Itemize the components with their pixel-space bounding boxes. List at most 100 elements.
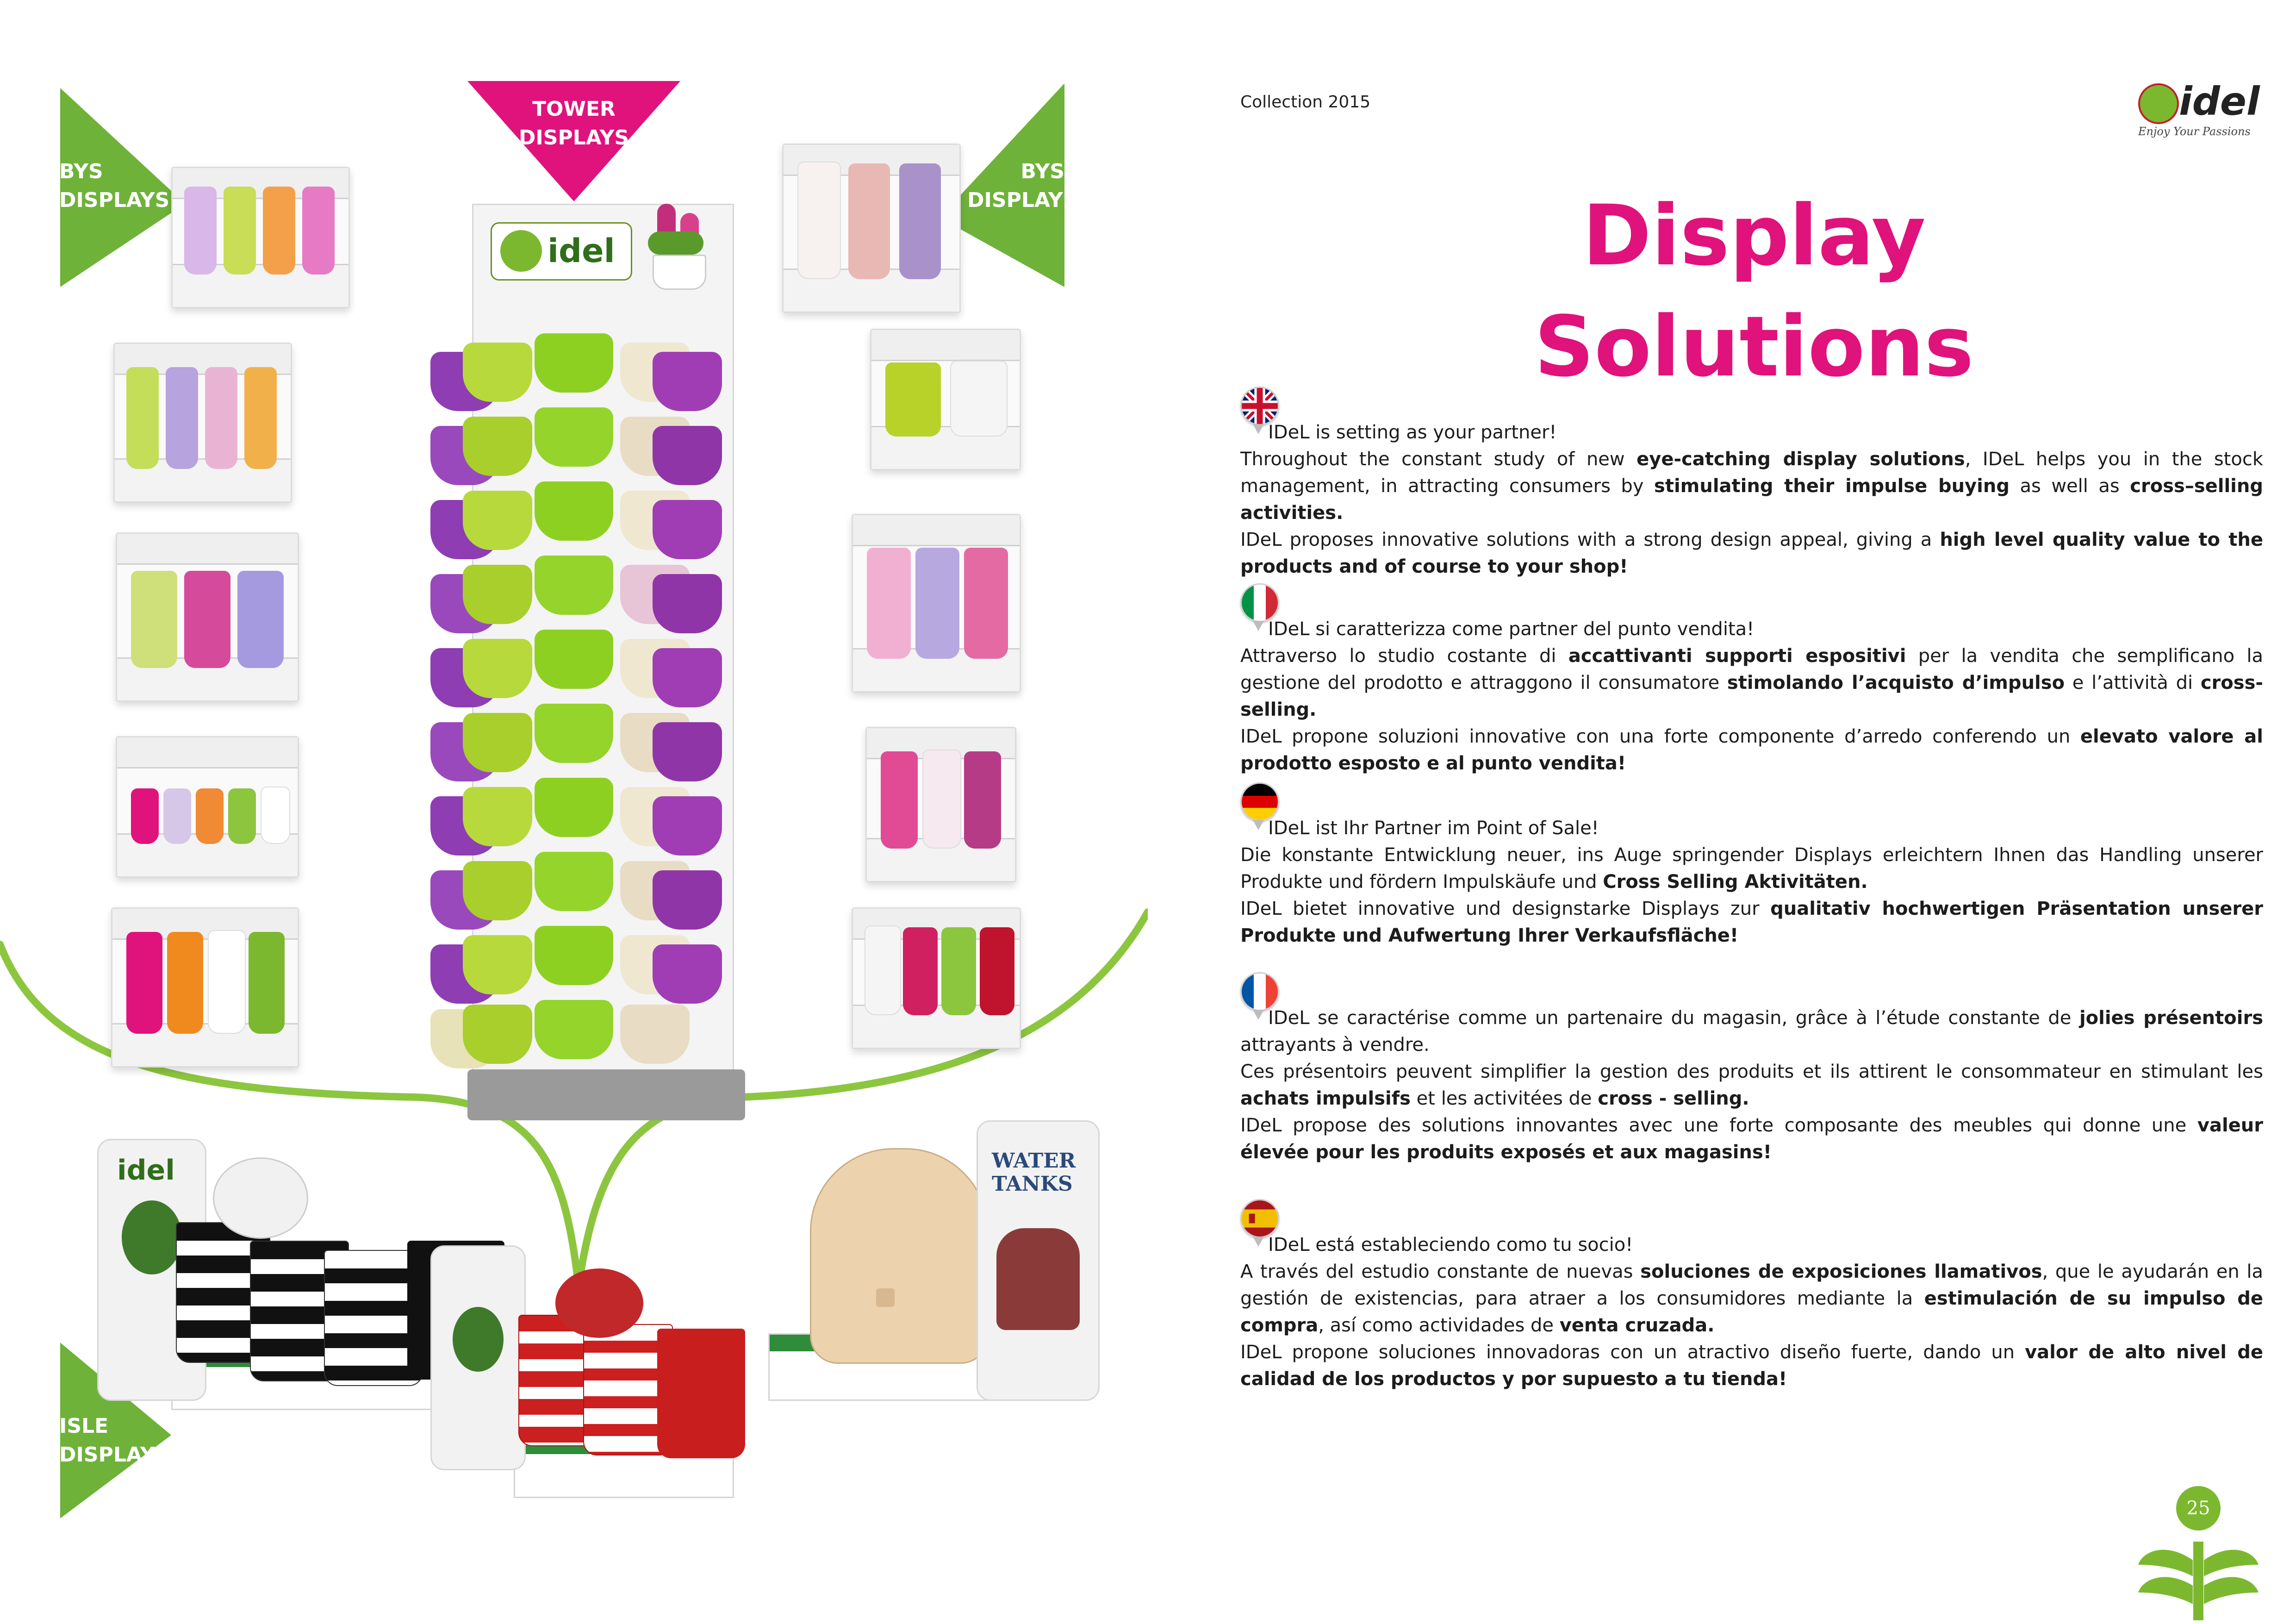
spanish-paragraph-1: A través del estudio constante de nuevas… (1240, 1258, 2263, 1339)
german-paragraph-1: Die konstante Entwicklung neuer, ins Aug… (1240, 842, 2263, 895)
isle-display-2-banner (430, 1245, 526, 1470)
bys-display-box-10 (852, 907, 1021, 1049)
water-tanks-banner: WATER TANKS (977, 1120, 1100, 1401)
germany-flag-pin (1253, 820, 1264, 830)
water-tank-tap-icon (876, 1288, 895, 1307)
english-paragraph-2: IDeL proposes innovative solutions with … (1240, 526, 2263, 580)
bys-displays-tag-right: BYS DISPLAYS (967, 157, 1077, 215)
text-run: , que le ayudarán en la gestión de exist… (1240, 1261, 2263, 1309)
bys-tag-left-line2: DISPLAYS (59, 188, 170, 212)
left-page-collage: BYS DISPLAYS TOWER DISPLAYS BYS DISPLAYS… (0, 81, 1148, 1518)
tower-flower-plant (643, 204, 713, 292)
bys-display-box-8 (852, 514, 1021, 693)
text-run: high level quality value to the products… (1240, 529, 2263, 577)
page-number-badge: 25 (2138, 1486, 2259, 1620)
text-run: accattivanti supporti espositivi (1568, 645, 1906, 667)
bys-display-box-9 (865, 727, 1016, 882)
page-number: 25 (2176, 1486, 2221, 1530)
text-run: valor de alto nivel de calidad de los pr… (1240, 1342, 2263, 1390)
german-paragraph-2: IDeL bietet innovative und designstarke … (1240, 895, 2263, 949)
bys-display-box-5 (111, 907, 299, 1068)
french-paragraph-2: Ces présentoirs peuvent simplifier la ge… (1240, 1058, 2263, 1112)
tower-tag-line1: TOWER (532, 97, 616, 121)
text-run: attrayants à vendre. (1240, 1034, 1430, 1056)
text-run: jolies présentoirs (2079, 1007, 2263, 1029)
bys-display-box-7 (870, 329, 1021, 470)
italian-paragraph-2: IDeL propone soluzioni innovative con un… (1240, 723, 2263, 777)
text-run: valeur élevée pour les produits exposés … (1240, 1115, 2263, 1163)
water-tanks-label-line1: WATER (992, 1149, 1076, 1173)
italian-intro: IDeL si caratterizza come partner del pu… (1268, 618, 1755, 640)
english-paragraph-1: Throughout the constant study of new eye… (1240, 446, 2263, 526)
english-intro: IDeL is setting as your partner! (1268, 422, 1557, 443)
page-title-line1: Display (1582, 187, 1926, 284)
bys-display-box-3 (116, 532, 299, 702)
text-run: Attraverso lo studio costante di (1240, 645, 1568, 667)
bys-display-box-4 (116, 736, 299, 878)
bys-displays-tag-left-shape (60, 88, 185, 287)
text-run: soluciones de exposiciones llamativos (1640, 1261, 2042, 1282)
tower-logo-text: idel (548, 232, 615, 270)
leaf-ornament-icon (2138, 1542, 2259, 1620)
text-run: estimulación de su impulso de compra (1240, 1288, 2263, 1336)
text-run: , IDeL helps you in the stock management… (1240, 449, 2263, 497)
isle-tag-line1: ISLE (59, 1414, 109, 1438)
text-run: cross–selling activities. (1240, 475, 2263, 524)
french-paragraph-1: IDeL se caractérise comme un partenaire … (1240, 1005, 2263, 1058)
text-run: Ces présentoirs peuvent simplifier la ge… (1240, 1061, 2263, 1082)
text-run: e l’attività di (2065, 672, 2201, 693)
text-run: IDeL propose des solutions innovantes av… (1240, 1115, 2197, 1136)
uk-flag-icon (1240, 387, 1279, 425)
topiary-plant-image (122, 1200, 182, 1274)
text-run: IDeL propone soluzioni innovative con un… (1240, 726, 2080, 747)
isle-displays-tag-shape (60, 1343, 171, 1518)
idel-logo-text: idel (2179, 79, 2260, 124)
text-run: A través del estudio constante de nuevas (1240, 1261, 1641, 1282)
italy-flag-pin (1253, 621, 1264, 631)
text-run: et les activitées de (1410, 1088, 1598, 1109)
text-run: Throughout the constant study of new (1240, 449, 1637, 470)
spanish-intro: IDeL está estableciendo como tu socio! (1268, 1234, 1633, 1255)
text-run: IDeL propone soluciones innovadoras con … (1240, 1342, 2025, 1363)
spanish-paragraph-2: IDeL propone soluciones innovadoras con … (1240, 1339, 2263, 1393)
section-german: IDeL ist Ihr Partner im Point of Sale! D… (1240, 815, 2263, 949)
french-paragraph-3: IDeL propose des solutions innovantes av… (1240, 1112, 2263, 1166)
collection-label: Collection 2015 (1240, 93, 1371, 112)
text-run: cross-selling. (1240, 672, 2263, 720)
tower-tag-line2: DISPLAYS (518, 126, 629, 150)
spain-flag-icon (1240, 1199, 1279, 1238)
tower-displays-tag: TOWER DISPLAYS (518, 95, 629, 152)
isle-1-logo-text: idel (117, 1154, 175, 1187)
section-french: IDeL se caractérise comme un partenaire … (1240, 1005, 2263, 1166)
idel-logo-icon (2138, 83, 2179, 124)
text-run: qualitativ hochwertigen Präsentation uns… (1240, 898, 2264, 946)
italian-paragraph-1: Attraverso lo studio costante di accatti… (1240, 643, 2263, 723)
text-run: Die konstante Entwicklung neuer, ins Aug… (1240, 844, 2263, 893)
uk-flag-pin (1253, 424, 1264, 434)
text-run: stimolando l’acquisto d’impulso (1727, 672, 2065, 693)
idel-logo: idel Enjoy Your Passions (2138, 74, 2260, 144)
text-run: stimulating their impulse buying (1654, 475, 2010, 497)
bys-displays-tag-right-shape (940, 83, 1064, 287)
water-tank-product (810, 1148, 989, 1364)
tower-logo-icon (500, 230, 542, 272)
text-run: Cross Selling Aktivitäten. (1603, 871, 1868, 893)
section-italian: IDeL si caratterizza come partner del pu… (1240, 616, 2263, 777)
section-english: IDeL is setting as your partner! Through… (1240, 419, 2263, 580)
section-spanish: IDeL está estableciendo como tu socio! A… (1240, 1231, 2263, 1393)
text-run: venta cruzada. (1559, 1315, 1715, 1336)
german-intro: IDeL ist Ihr Partner im Point of Sale! (1268, 818, 1599, 839)
bys-display-box-1 (171, 167, 350, 308)
text-run: cross - selling. (1598, 1088, 1749, 1109)
text-run: IDeL se caractérise comme un partenaire … (1268, 1007, 2079, 1029)
text-run: as well as (2009, 475, 2130, 497)
isle-displays-tag: ISLE DISPLAYS (59, 1412, 169, 1469)
text-run: per la vendita che semplificano la gesti… (1240, 645, 2264, 693)
isle-tag-line2: DISPLAYS (59, 1443, 170, 1467)
bys-displays-tag-left: BYS DISPLAYS (59, 157, 169, 215)
bys-tag-right-line1: BYS (1020, 160, 1064, 183)
text-run: elevato valore al prodotto esposto e al … (1240, 726, 2263, 774)
page-title-line2: Solutions (1534, 299, 1974, 395)
tower-displays-tag-shape (467, 81, 680, 201)
bys-tag-left-line1: BYS (59, 160, 103, 183)
